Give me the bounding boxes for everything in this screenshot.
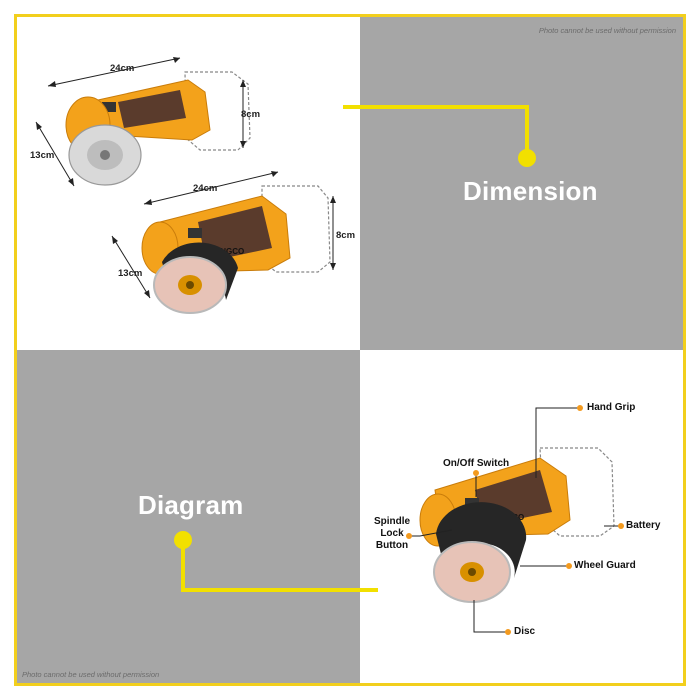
spindle-lock-line-3: Button: [375, 540, 409, 551]
grinder-diagram-illustration: INGCO: [406, 405, 624, 635]
diagram-heading: Diagram: [138, 490, 244, 520]
dimension-heading: Dimension: [463, 176, 598, 206]
dimension-connector: [343, 105, 536, 167]
bottom-height-label: 8cm: [336, 230, 356, 241]
grinder-bottom-illustration: INGCO: [111, 171, 336, 314]
yellow-frame: [14, 14, 686, 686]
grinder-top-illustration: [35, 57, 251, 187]
dimension-label-panel: [360, 17, 683, 350]
battery-callout: Battery: [626, 520, 661, 531]
top-depth-label: 13cm: [30, 150, 55, 161]
bottom-length-label: 24cm: [193, 183, 218, 194]
spindle-lock-callout: Spindle Lock Button: [372, 516, 412, 552]
hand-grip-callout: Hand Grip: [587, 402, 636, 413]
watermark-top: Photo cannot be used without permission: [538, 26, 676, 35]
diagram-connector: [174, 531, 378, 592]
top-height-label: 8cm: [241, 109, 261, 120]
spindle-lock-line-2: Lock: [380, 528, 404, 539]
top-length-label: 24cm: [110, 63, 135, 74]
bottom-depth-label: 13cm: [118, 268, 143, 279]
on-off-switch-callout: On/Off Switch: [443, 458, 510, 469]
diagram-label-panel: [17, 350, 360, 683]
disc-callout: Disc: [514, 626, 536, 637]
watermark-bottom: Photo cannot be used without permission: [22, 670, 160, 679]
spindle-lock-line-1: Spindle: [373, 516, 411, 527]
svg-text:INGCO: INGCO: [218, 247, 244, 256]
wheel-guard-callout: Wheel Guard: [574, 560, 636, 571]
